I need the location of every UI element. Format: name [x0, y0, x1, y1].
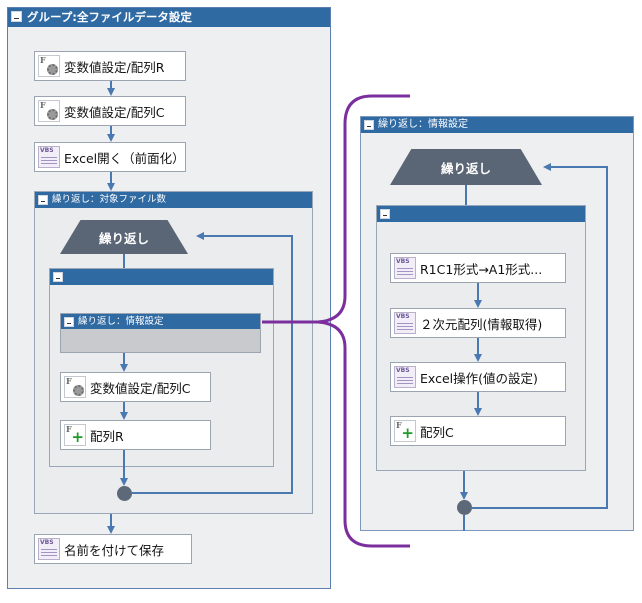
- vbs-script-icon: VBS: [394, 257, 416, 279]
- outer-loop-title: 繰り返し：対象ファイル数: [52, 194, 167, 205]
- detail-loop-header[interactable]: 繰り返し：情報設定: [361, 117, 633, 133]
- function-gear-icon: F: [38, 55, 60, 77]
- outer-loop-header[interactable]: 繰り返し：対象ファイル数: [35, 192, 312, 208]
- step-label: Excel開く（前面化）: [64, 150, 185, 166]
- detail-loop-repeat-header[interactable]: 繰り返し: [390, 149, 542, 185]
- step-set-variable-array-r[interactable]: F 変数値設定/配列R: [34, 51, 186, 81]
- step-label: 配列C: [420, 424, 454, 440]
- collapse-icon[interactable]: [11, 11, 22, 22]
- collapse-icon[interactable]: [380, 209, 390, 219]
- step-label: 変数値設定/配列R: [64, 59, 165, 75]
- loop-back-line: [132, 232, 293, 494]
- collapsed-subloop-title: 繰り返し：情報設定: [78, 316, 164, 327]
- vbs-script-icon: VBS: [394, 366, 416, 388]
- vbs-script-icon: VBS: [38, 538, 60, 560]
- step-r1c1-to-a1[interactable]: VBS R1C1形式→A1形式...: [390, 253, 566, 283]
- main-group-header[interactable]: グループ:全ファイルデータ設定: [8, 8, 330, 27]
- step-2d-array-get-info[interactable]: VBS ２次元配列(情報取得): [390, 308, 566, 338]
- loop-body-header[interactable]: [377, 206, 585, 222]
- collapse-icon[interactable]: [38, 195, 48, 205]
- vbs-script-icon: VBS: [38, 146, 60, 168]
- step-label: 名前を付けて保存: [64, 542, 165, 558]
- detail-loop-end-node: [457, 500, 472, 515]
- step-label: 変数値設定/配列C: [90, 380, 191, 396]
- step-set-variable-array-c[interactable]: F 変数値設定/配列C: [34, 96, 186, 126]
- function-plus-icon: F+: [394, 420, 416, 442]
- main-group-title: グループ:全ファイルデータ設定: [27, 10, 192, 24]
- step-array-c[interactable]: F+ 配列C: [390, 416, 566, 446]
- step-label: 変数値設定/配列C: [64, 104, 165, 120]
- step-excel-set-values[interactable]: VBS Excel操作(値の設定): [390, 362, 566, 392]
- step-label: R1C1形式→A1形式...: [420, 261, 543, 277]
- collapsed-subloop-header[interactable]: 繰り返し：情報設定: [61, 314, 260, 329]
- collapse-icon[interactable]: [364, 120, 374, 130]
- collapse-icon[interactable]: [53, 272, 63, 282]
- outer-loop-repeat-header[interactable]: 繰り返し: [60, 220, 188, 254]
- function-gear-icon: F: [38, 100, 60, 122]
- step-set-variable-array-c-inner[interactable]: F 変数値設定/配列C: [60, 372, 211, 402]
- step-array-r[interactable]: F+ 配列R: [60, 420, 211, 450]
- step-label: 配列R: [90, 428, 124, 444]
- step-label: Excel操作(値の設定): [420, 370, 538, 386]
- outer-loop-end-node: [117, 486, 132, 501]
- step-save-as[interactable]: VBS 名前を付けて保存: [34, 534, 192, 564]
- function-gear-icon: F: [64, 376, 86, 398]
- collapsed-subloop[interactable]: 繰り返し：情報設定: [60, 313, 261, 353]
- function-plus-icon: F+: [64, 424, 86, 446]
- step-excel-open[interactable]: VBS Excel開く（前面化）: [34, 142, 186, 172]
- vbs-script-icon: VBS: [394, 312, 416, 334]
- loop-header-label: 繰り返し: [440, 160, 491, 176]
- loop-body-header[interactable]: [50, 269, 273, 285]
- loop-back-line: [472, 163, 608, 509]
- loop-header-label: 繰り返し: [98, 230, 149, 246]
- step-label: ２次元配列(情報取得): [420, 316, 543, 332]
- detail-loop-title: 繰り返し：情報設定: [378, 119, 468, 130]
- callout-bracket: [262, 94, 410, 548]
- expand-icon[interactable]: [64, 317, 74, 327]
